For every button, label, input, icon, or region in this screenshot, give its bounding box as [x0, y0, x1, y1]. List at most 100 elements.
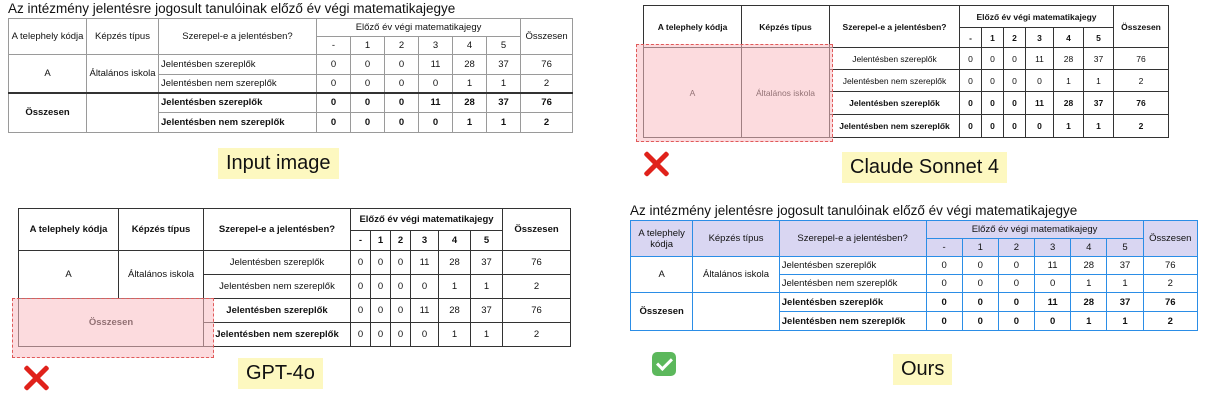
- value-cell: 0: [959, 47, 982, 70]
- header-site-code: A telephely kódja: [629, 220, 694, 257]
- grade-header: 2: [1003, 27, 1026, 48]
- grade-header: 4: [1053, 27, 1084, 48]
- value-cell: 0: [316, 54, 351, 75]
- row-label: Jelentésben szereplők: [778, 292, 927, 312]
- empty-cell: [86, 91, 159, 133]
- value-cell: 0: [350, 91, 385, 113]
- value-cell: 0: [961, 311, 999, 331]
- value-cell: 0: [1025, 114, 1054, 138]
- gpt-table: A telephely kódja Képzés típus Szerepel-…: [18, 208, 571, 347]
- value-cell: 0: [350, 274, 371, 299]
- grade-header: -: [959, 27, 982, 48]
- row-label: Jelentésben nem szereplők: [829, 69, 960, 92]
- value-cell: 28: [1053, 47, 1084, 70]
- grade-header: 2: [997, 238, 1036, 257]
- value-cell: 0: [1003, 91, 1026, 115]
- header-total: Összesen: [1142, 220, 1199, 257]
- grade-header: 2: [390, 230, 411, 251]
- value-cell: 0: [925, 311, 963, 331]
- value-cell: 0: [350, 250, 371, 275]
- grade-header: 4: [438, 230, 471, 251]
- value-cell: 0: [370, 322, 391, 347]
- input-table: A telephely kódja Képzés típus Szerepel-…: [8, 18, 574, 133]
- value-cell: 28: [1070, 256, 1108, 275]
- value-cell: 0: [384, 54, 419, 75]
- value-cell: 0: [961, 274, 999, 293]
- value-cell: 0: [1003, 69, 1026, 92]
- value-cell: 1: [438, 274, 471, 299]
- value-cell: 2: [520, 74, 574, 93]
- value-cell: 0: [384, 91, 419, 113]
- value-cell: 28: [1053, 91, 1084, 115]
- value-cell: 1: [1070, 274, 1108, 293]
- header-in-report: Szerepel-e a jelentésben?: [778, 220, 927, 257]
- header-prev-grade: Előző év végi matematikajegy: [958, 5, 1115, 28]
- grade-header: 3: [410, 230, 439, 251]
- row-label: Jelentésben nem szereplők: [203, 274, 351, 299]
- header-total: Összesen: [502, 208, 571, 251]
- caption-claude: Claude Sonnet 4: [842, 152, 1008, 183]
- value-cell: 0: [1034, 311, 1072, 331]
- row-label: Jelentésben nem szereplők: [158, 74, 317, 93]
- value-cell: 37: [485, 91, 522, 113]
- site-a-cell: A: [629, 256, 694, 293]
- value-cell: 37: [1082, 91, 1115, 115]
- grade-header: 1: [961, 238, 999, 257]
- value-cell: 0: [997, 256, 1036, 275]
- value-cell: 0: [370, 250, 391, 275]
- value-cell: 0: [370, 274, 391, 299]
- claude-error-highlight: [636, 44, 833, 142]
- grade-header: 5: [470, 230, 503, 251]
- value-cell: 0: [390, 298, 411, 323]
- value-cell: 1: [1082, 114, 1115, 138]
- value-cell: 11: [1034, 256, 1072, 275]
- value-cell: 0: [1025, 69, 1054, 92]
- value-cell: 28: [1070, 292, 1108, 312]
- value-cell: 1: [1082, 69, 1115, 92]
- value-cell: 0: [350, 74, 385, 93]
- header-training-type: Képzés típus: [692, 220, 780, 257]
- value-cell: 76: [502, 298, 571, 323]
- value-cell: 0: [1003, 47, 1026, 70]
- value-cell: 0: [961, 256, 999, 275]
- school-type-cell: Általános iskola: [692, 256, 780, 293]
- row-label: Jelentésben nem szereplők: [778, 274, 927, 293]
- header-prev-grade: Előző év végi matematikajegy: [925, 220, 1144, 239]
- value-cell: 0: [316, 74, 351, 93]
- row-label: Jelentésben szereplők: [778, 256, 927, 275]
- site-a-cell: A: [18, 250, 119, 299]
- grade-header: 1: [981, 27, 1004, 48]
- header-site-code: A telephely kódja: [18, 208, 119, 251]
- header-site-code: A telephely kódja: [643, 5, 742, 48]
- value-cell: 11: [1034, 292, 1072, 312]
- grade-header: 1: [370, 230, 391, 251]
- value-cell: 0: [350, 112, 385, 133]
- row-label: Jelentésben nem szereplők: [203, 322, 351, 347]
- value-cell: 0: [370, 298, 391, 323]
- value-cell: 1: [485, 112, 522, 133]
- value-cell: 1: [470, 274, 503, 299]
- value-cell: 0: [390, 250, 411, 275]
- value-cell: 2: [1113, 114, 1170, 138]
- grade-header: 5: [485, 36, 522, 55]
- header-prev-grade: Előző év végi matematikajegy: [350, 208, 503, 231]
- grade-header: 3: [1025, 27, 1054, 48]
- grade-header: -: [350, 230, 371, 251]
- ours-table: A telephely kódja Képzés típus Szerepel-…: [629, 220, 1199, 331]
- value-cell: 0: [959, 69, 982, 92]
- value-cell: 0: [410, 274, 439, 299]
- school-type-cell: Általános iskola: [86, 54, 159, 93]
- caption-ours: Ours: [893, 354, 953, 385]
- sum-cell: Összesen: [629, 292, 694, 331]
- row-label: Jelentésben szereplők: [158, 91, 317, 113]
- grade-header: 1: [350, 36, 385, 55]
- grade-header: -: [316, 36, 351, 55]
- row-label: Jelentésben nem szereplők: [158, 112, 317, 133]
- value-cell: 37: [470, 250, 503, 275]
- value-cell: 0: [1003, 114, 1026, 138]
- value-cell: 0: [384, 74, 419, 93]
- row-label: Jelentésben szereplők: [829, 47, 960, 70]
- value-cell: 0: [418, 112, 453, 133]
- value-cell: 76: [520, 54, 574, 75]
- value-cell: 0: [350, 322, 371, 347]
